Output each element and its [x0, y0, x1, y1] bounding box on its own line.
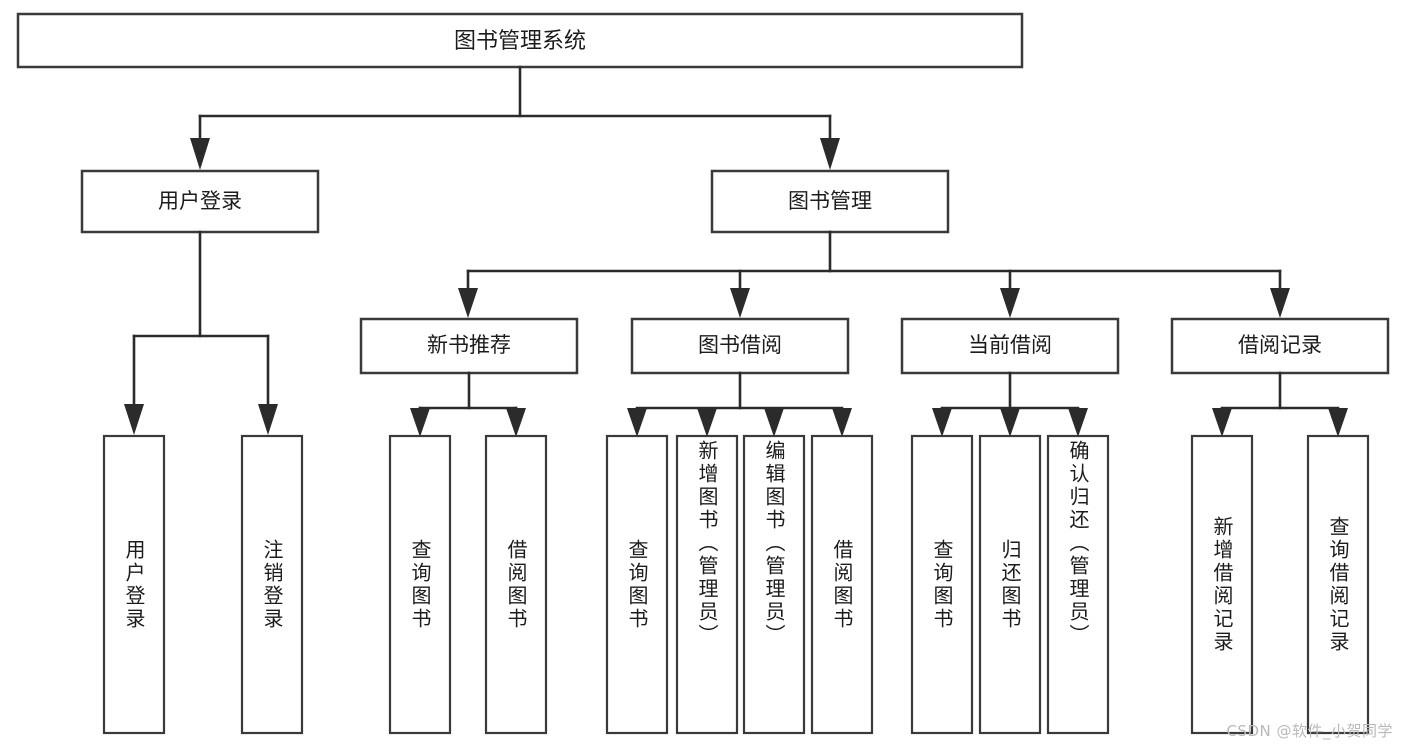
node-borrow-record-box[interactable]	[1170, 317, 1390, 375]
arrowhead-leaf-query-book-3	[932, 408, 952, 437]
arrowhead-leaf-query-book-2	[627, 408, 647, 437]
leaf-box-query-book-3[interactable]	[910, 434, 974, 735]
leaf-box-borrow-book-2[interactable]	[810, 434, 874, 735]
leaf-box-add-borrow-record[interactable]	[1190, 434, 1254, 735]
leaf-box-borrow-book-1[interactable]	[484, 434, 548, 735]
node-root-label: 图书管理系统	[454, 29, 586, 54]
arrowhead-leaf-borrow-book-1	[506, 408, 526, 437]
arrowhead-leaf-return-book	[1000, 408, 1020, 437]
leaf-box-user-login[interactable]	[102, 434, 166, 735]
node-user-login-label: 用户登录	[158, 189, 242, 213]
leaf-box-query-borrow-record[interactable]	[1306, 434, 1370, 735]
leaf-box-query-book-2[interactable]	[605, 434, 669, 735]
arrowhead-leaf-query-borrow-record	[1328, 408, 1348, 437]
arrowhead-leaf-add-book-admin	[697, 408, 717, 437]
leaf-box-return-book[interactable]	[978, 434, 1042, 735]
node-book-manage-label: 图书管理	[788, 189, 872, 213]
node-current-borrow-box[interactable]	[900, 317, 1120, 375]
node-book-borrow-box[interactable]	[630, 317, 850, 375]
arrowhead-new-book-recommend	[458, 288, 478, 318]
arrowhead-leaf-confirm-return-admin	[1068, 408, 1088, 437]
arrowhead-book-borrow	[730, 288, 750, 318]
leaf-box-confirm-return-admin[interactable]	[1046, 434, 1110, 735]
node-current-borrow-label: 当前借阅	[968, 333, 1052, 357]
node-borrow-record-label: 借阅记录	[1238, 333, 1322, 357]
arrowhead-current-borrow	[1000, 288, 1020, 318]
arrowhead-leaf-borrow-book-2	[832, 408, 852, 437]
arrowhead-leaf-user-login	[124, 404, 144, 435]
csdn-watermark: CSDN @软件_小贺同学	[1226, 722, 1393, 740]
arrowhead-leaf-logout-login	[258, 404, 278, 435]
arrowhead-leaf-add-borrow-record	[1212, 408, 1232, 437]
leaf-box-edit-book-admin[interactable]	[742, 434, 806, 735]
node-book-manage-box[interactable]	[710, 169, 950, 234]
node-root-box[interactable]	[16, 12, 1024, 69]
arrowhead-leaf-query-book-1	[410, 408, 430, 437]
arrowhead-borrow-record	[1270, 288, 1290, 318]
arrowhead-to-book-manage	[820, 138, 840, 170]
arrowhead-leaf-edit-book-admin	[764, 408, 784, 437]
leaf-box-query-book-1[interactable]	[388, 434, 452, 735]
leaf-box-logout-login[interactable]	[240, 434, 304, 735]
node-new-book-recommend-box[interactable]	[359, 317, 579, 375]
node-new-book-recommend-label: 新书推荐	[427, 333, 511, 357]
node-book-borrow-label: 图书借阅	[698, 333, 782, 357]
leaf-box-add-book-admin[interactable]	[675, 434, 739, 735]
arrowhead-to-user-login	[190, 138, 210, 170]
